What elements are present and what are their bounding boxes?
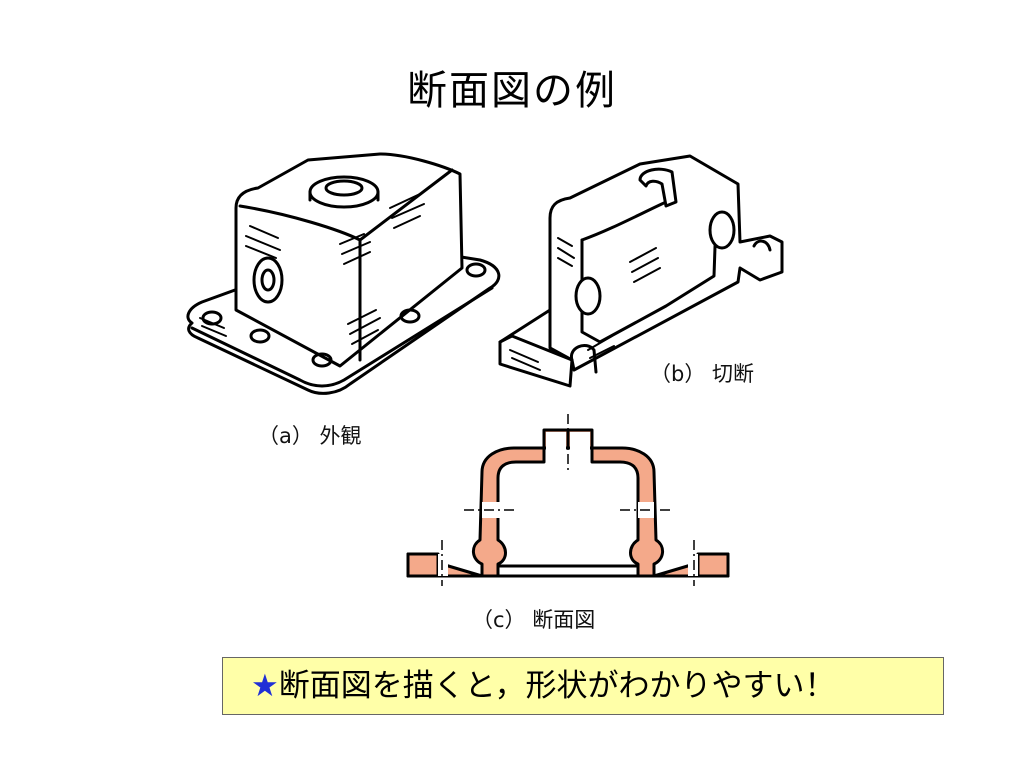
figure-a-exterior (186, 152, 501, 395)
slide-title: 断面図の例 (407, 68, 617, 114)
key-point-box: ★断面図を描くと，形状がわかりやすい！ (222, 657, 944, 715)
key-point-text: 断面図を描くと，形状がわかりやすい！ (278, 668, 836, 704)
figure-a-caption: （a） 外観 (258, 424, 362, 448)
section-right-flange (696, 552, 730, 578)
section-left-flange (406, 552, 440, 578)
star-icon: ★ (251, 668, 279, 704)
figure-c-section (406, 414, 730, 586)
figure-c-caption: （c） 断面図 (472, 608, 596, 632)
figure-b-cut (498, 154, 784, 388)
figure-b-caption: （b） 切断 (650, 362, 755, 386)
